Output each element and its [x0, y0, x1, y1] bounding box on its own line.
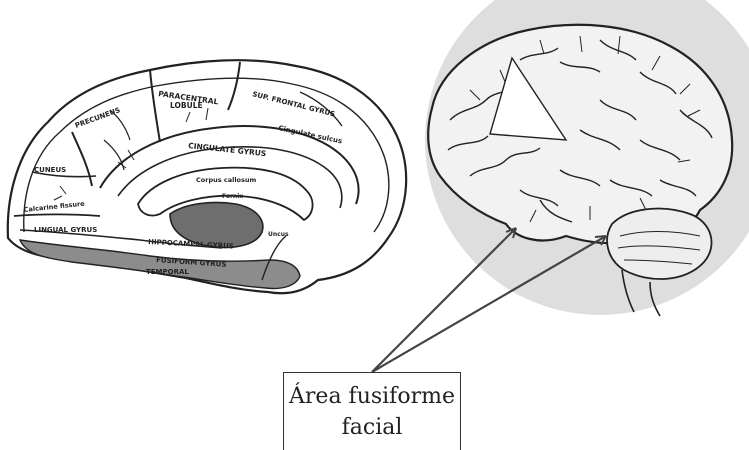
callout-line-2: facial: [284, 412, 460, 443]
label-fornix: Fornix: [222, 193, 243, 200]
cerebellum: [607, 209, 711, 279]
callout-line-1: Área fusiforme: [284, 381, 460, 412]
label-lingual-gyrus: LINGUAL GYRUS: [34, 226, 97, 234]
label-corpus-callosum: Corpus callosum: [196, 176, 257, 184]
medial-brain-view: PARACENTRAL LOBULE PRECUNEUS CUNEUS SUP.…: [8, 60, 406, 293]
label-cuneus: CUNEUS: [34, 166, 66, 174]
label-temporal: TEMPORAL: [146, 268, 189, 276]
label-lobule: LOBULE: [170, 101, 203, 110]
lateral-brain-view: [425, 0, 749, 316]
label-uncus: Uncus: [268, 231, 289, 238]
callout-box: Área fusiforme facial: [283, 372, 461, 450]
